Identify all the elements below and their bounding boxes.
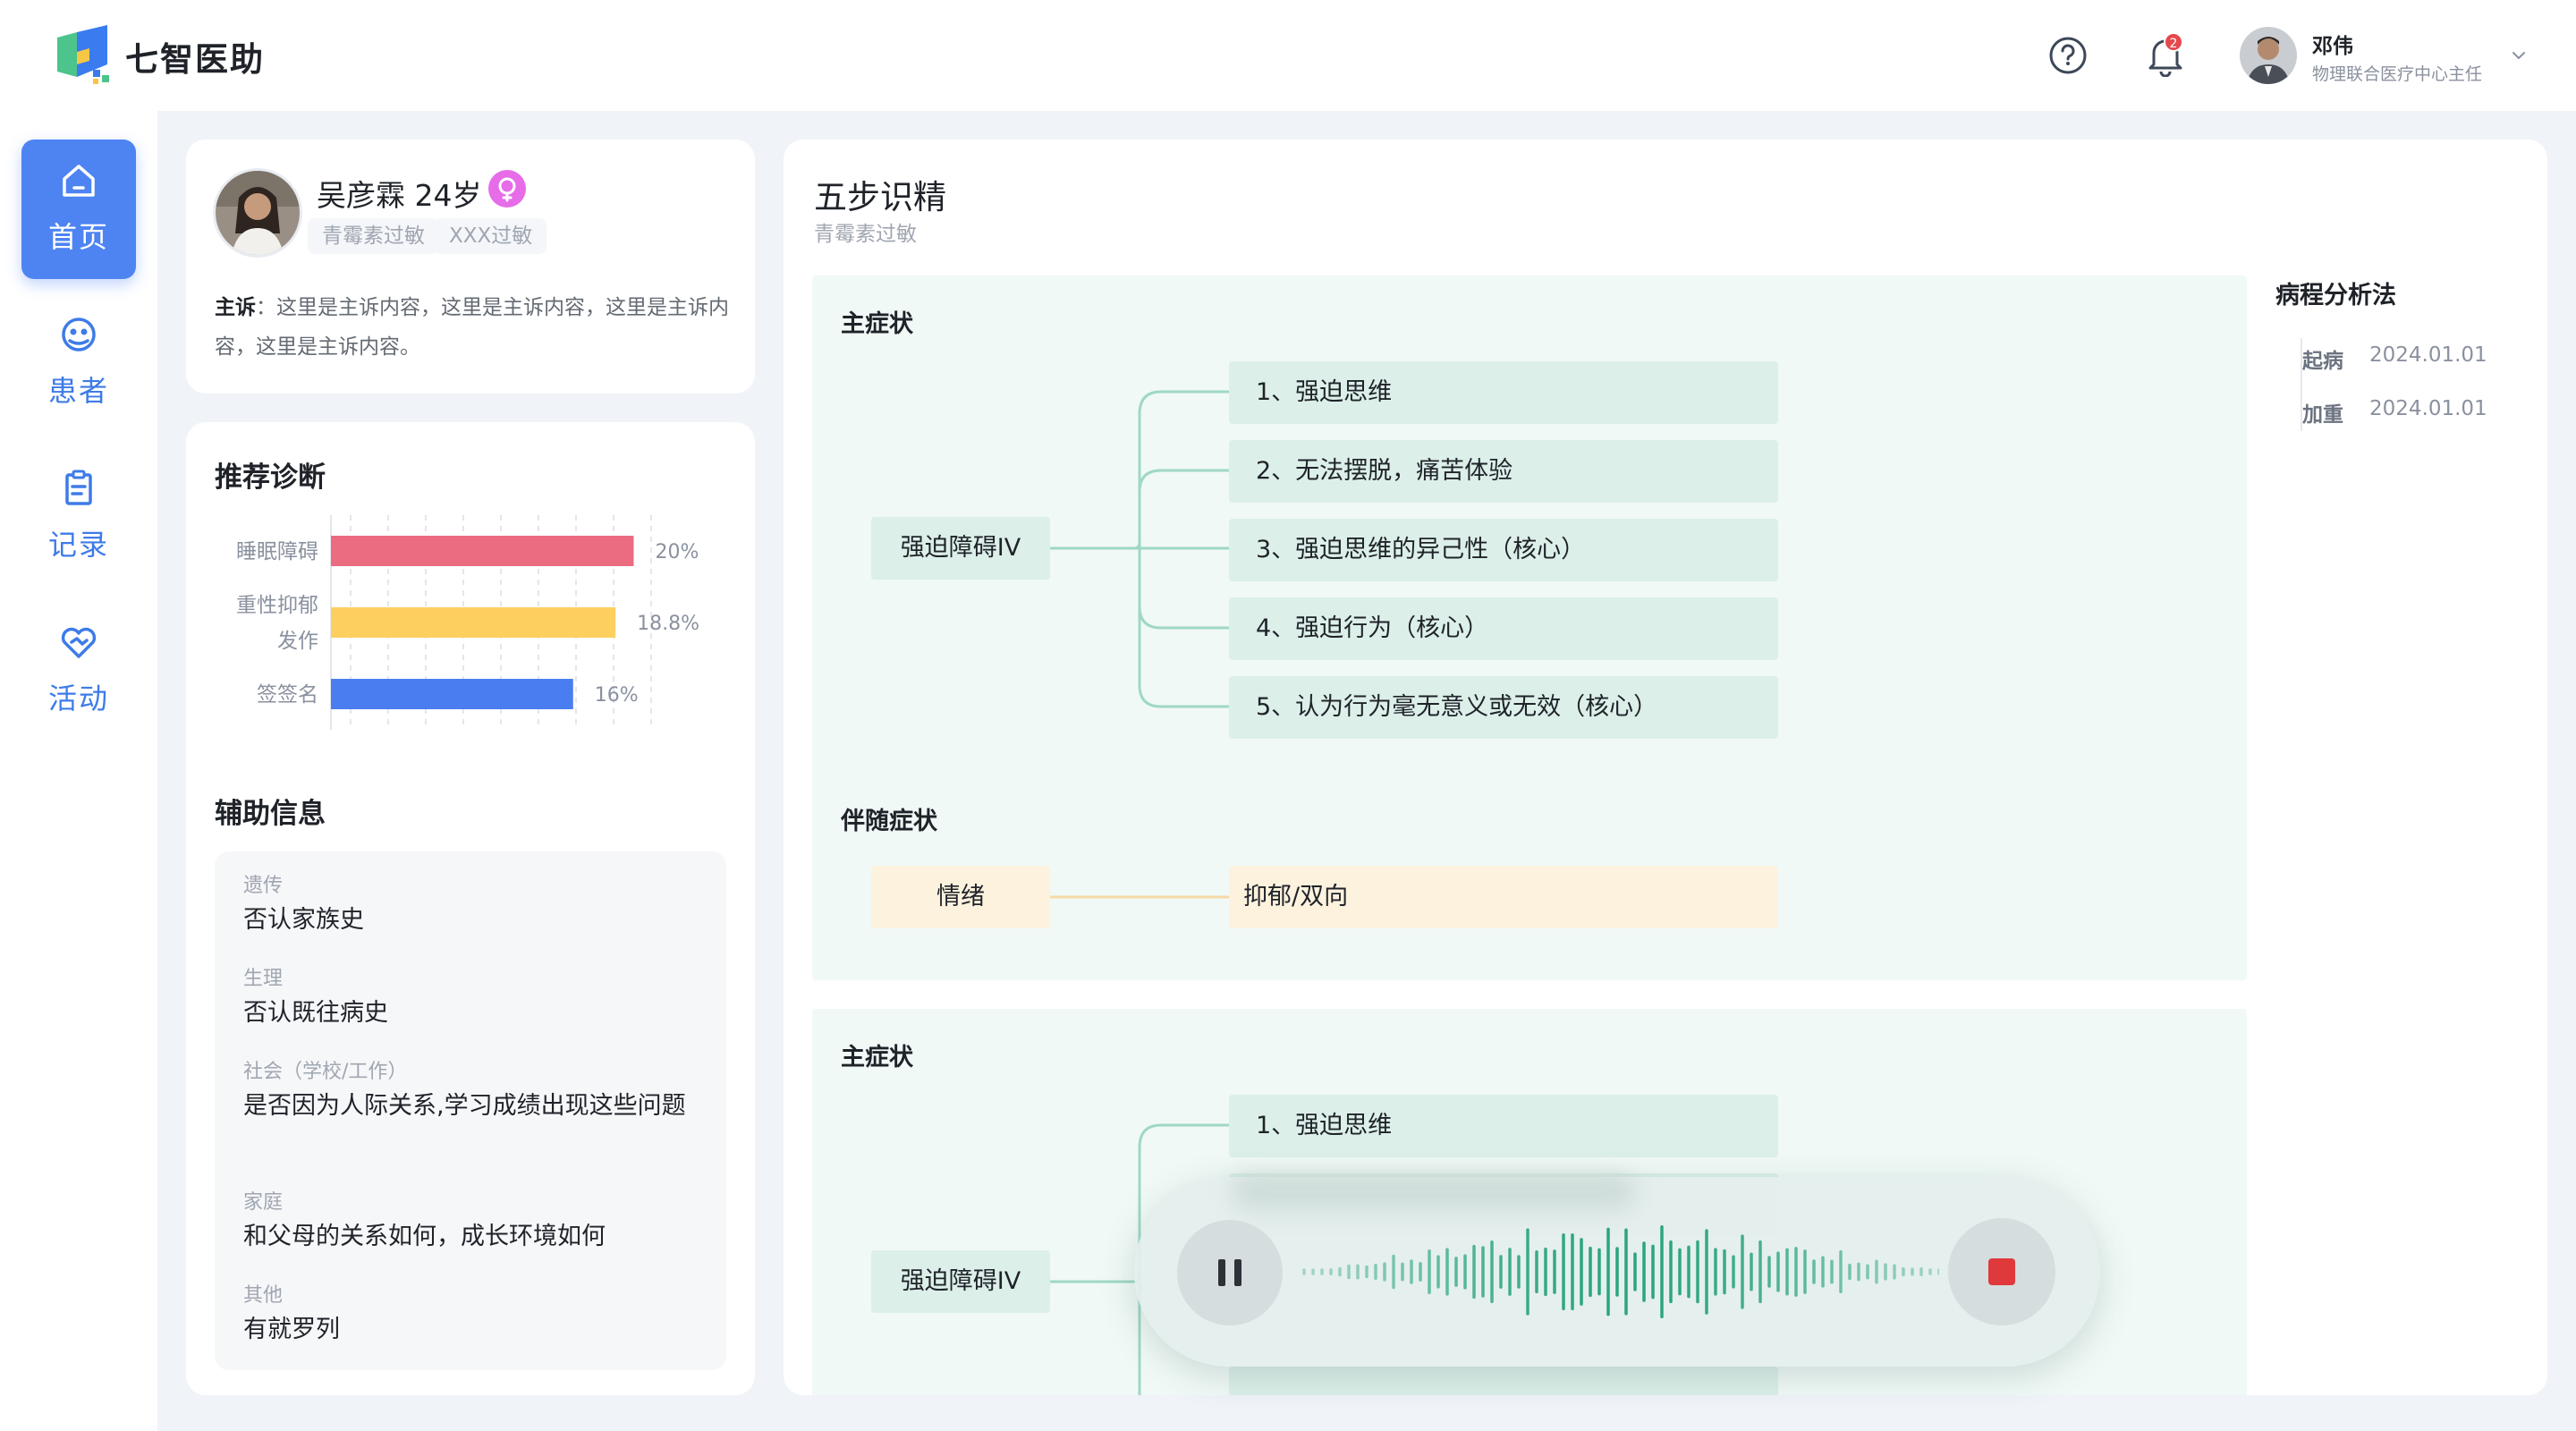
audio-waveform <box>1302 1224 1939 1319</box>
aux-value-other: 有就罗列 <box>243 1316 340 1343</box>
main-symptom-label: 主症状 <box>841 310 913 338</box>
chart-category-label: 睡眠障碍 <box>236 540 318 563</box>
onset-label: 起病 <box>2302 350 2343 373</box>
patient-name-age: 吴彦霖 24岁 <box>317 178 482 213</box>
chart-value-label: 20% <box>655 541 699 563</box>
user-name: 邓伟 <box>2312 35 2353 58</box>
chart-bar[interactable] <box>331 536 634 566</box>
notification-badge: 2 <box>2164 32 2183 52</box>
symptom-panel: 主症状 强迫障碍IV 1、强迫思维 2、无法摆脱，痛苦体验 3、强迫思维的异己性… <box>812 275 2247 980</box>
chart-value-label: 16% <box>595 684 639 707</box>
mindmap-leaf-node[interactable]: 5、认为行为毫无意义或无效（核心） <box>1229 676 1778 739</box>
home-icon <box>63 165 95 197</box>
patient-card: 吴彦霖 24岁 青霉素过敏 XXX过敏 主诉：这里是主诉内容，这里是主诉内容，这… <box>186 140 755 394</box>
main-title: 五步识精 <box>814 178 946 216</box>
allergy-tag: 青霉素过敏 <box>308 218 439 254</box>
mindmap-root-node[interactable]: 强迫障碍IV <box>871 517 1050 580</box>
chief-complaint: 主诉：这里是主诉内容，这里是主诉内容，这里是主诉内容，这里是主诉内容。 <box>215 288 733 367</box>
aux-label-physiological: 生理 <box>243 968 284 990</box>
aux-value-genetic: 否认家族史 <box>243 906 364 934</box>
heart-handshake-icon <box>61 627 97 658</box>
aux-title: 辅助信息 <box>215 798 326 830</box>
onset-date: 2024.01.01 <box>2369 343 2487 367</box>
sidebar-item-label: 首页 <box>47 220 109 254</box>
sidebar-item-patients[interactable]: 患者 <box>21 293 136 433</box>
chart-category-label: 重性抑郁 <box>236 594 318 617</box>
mindmap-leaf-node[interactable]: 2、无法摆脱，痛苦体验 <box>1229 440 1778 503</box>
accompany-leaf-node[interactable]: 抑郁/双向 <box>1229 866 1778 928</box>
main-symptom-label: 主症状 <box>841 1044 913 1071</box>
top-bar: 七智医助 2 邓伟 物理联合医疗中心主任 <box>0 0 2576 111</box>
worsen-date: 2024.01.01 <box>2369 397 2487 420</box>
complaint-text: ：这里是主诉内容，这里是主诉内容，这里是主诉内容，这里是主诉内容。 <box>215 296 729 359</box>
recorder-shadow <box>1233 1173 1635 1209</box>
aux-info-box: 遗传 否认家族史 生理 否认既往病史 社会（学校/工作） 是否因为人际关系,学习… <box>215 851 726 1370</box>
mindmap-leaf-node[interactable]: 3、强迫思维的异己性（核心） <box>1229 519 1778 581</box>
mindmap-leaf-node-hidden[interactable] <box>1229 1367 1778 1395</box>
user-avatar[interactable] <box>2240 27 2297 84</box>
main-subtitle: 青霉素过敏 <box>814 223 917 246</box>
chart-bar[interactable] <box>331 607 616 638</box>
mindmap-leaf-node[interactable]: 4、强迫行为（核心） <box>1229 597 1778 660</box>
sidebar-item-records[interactable]: 记录 <box>21 447 136 587</box>
complaint-label: 主诉 <box>215 296 256 319</box>
user-title: 物理联合医疗中心主任 <box>2312 64 2483 84</box>
diagnosis-title: 推荐诊断 <box>215 461 326 494</box>
timeline-line <box>2301 338 2302 431</box>
help-icon[interactable] <box>2048 36 2088 75</box>
stop-icon <box>1988 1258 2015 1285</box>
chart-category-label: 签签名 <box>257 683 318 707</box>
female-icon <box>488 170 526 207</box>
diagnosis-card: 推荐诊断 睡眠障碍 20% 重性抑郁发作 18.8% 签签名 16% 辅助信息 遗传 否认… <box>186 422 755 1395</box>
chart-value-label: 18.8% <box>637 613 699 635</box>
course-analysis-title: 病程分析法 <box>2275 282 2396 309</box>
sidebar-item-label: 活动 <box>47 682 109 716</box>
voice-recorder <box>1134 1173 2100 1367</box>
pause-button[interactable] <box>1177 1220 1283 1325</box>
aux-value-physiological: 否认既往病史 <box>243 999 388 1027</box>
worsen-label: 加重 <box>2302 403 2343 427</box>
mindmap-leaf-node[interactable]: 1、强迫思维 <box>1229 361 1778 424</box>
accompany-root-node[interactable]: 情绪 <box>871 866 1050 928</box>
chevron-down-icon[interactable] <box>2508 45 2529 66</box>
stop-button[interactable] <box>1948 1218 2055 1325</box>
aux-label-other: 其他 <box>243 1284 284 1307</box>
chart-category-label: 发作 <box>277 630 318 653</box>
sidebar: 首页 患者 记录 活动 <box>0 111 157 1431</box>
app-logo <box>57 25 109 84</box>
app-title: 七智医助 <box>125 40 265 79</box>
sidebar-item-label: 患者 <box>47 374 109 408</box>
sidebar-item-home[interactable]: 首页 <box>21 140 136 279</box>
aux-value-social: 是否因为人际关系,学习成绩出现这些问题 <box>243 1092 686 1120</box>
aux-label-family: 家庭 <box>243 1191 284 1214</box>
accompany-symptom-label: 伴随症状 <box>841 808 937 835</box>
mindmap-connectors <box>1050 390 1229 899</box>
clipboard-icon <box>65 470 92 505</box>
aux-value-family: 和父母的关系如何，成长环境如何 <box>243 1223 606 1250</box>
patient-icon <box>62 318 96 351</box>
patient-avatar <box>213 168 302 258</box>
pause-icon <box>1218 1259 1241 1286</box>
aux-label-genetic: 遗传 <box>243 875 284 897</box>
mindmap-leaf-node[interactable]: 1、强迫思维 <box>1229 1095 1778 1157</box>
allergy-tag: XXX过敏 <box>435 218 547 254</box>
chart-bar[interactable] <box>331 679 573 709</box>
sidebar-item-label: 记录 <box>47 528 109 562</box>
aux-label-social: 社会（学校/工作） <box>243 1061 408 1083</box>
mindmap-root-node[interactable]: 强迫障碍IV <box>871 1250 1050 1313</box>
sidebar-item-activities[interactable]: 活动 <box>21 601 136 741</box>
